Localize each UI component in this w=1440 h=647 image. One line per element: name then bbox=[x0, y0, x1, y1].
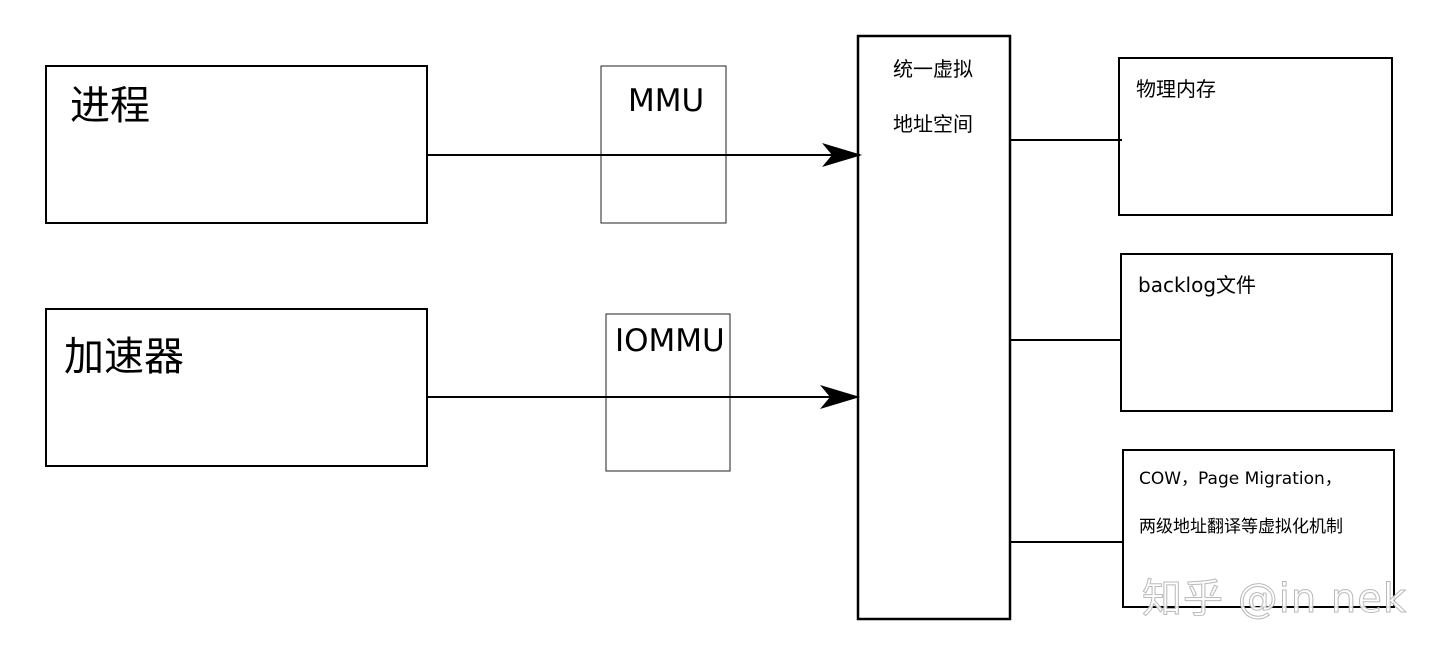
backlog-file-box bbox=[1120, 253, 1393, 412]
physical-memory-box bbox=[1118, 57, 1393, 216]
unified-vas-label-line1: 统一虚拟 bbox=[893, 57, 973, 81]
accelerator-label: 加速器 bbox=[64, 334, 184, 380]
physical-memory-label: 物理内存 bbox=[1136, 77, 1216, 101]
backlog-file-label: backlog文件 bbox=[1138, 273, 1257, 297]
accelerator-box bbox=[45, 308, 428, 467]
process-label: 进程 bbox=[70, 83, 150, 129]
unified-vas-label-line2: 地址空间 bbox=[893, 112, 973, 136]
iommu-label: IOMMU bbox=[615, 323, 725, 359]
process-box bbox=[45, 65, 428, 224]
unified-vas-box bbox=[856, 34, 1012, 621]
iommu-box bbox=[605, 313, 731, 472]
watermark: 知乎 @in nek bbox=[1141, 576, 1408, 623]
mmu-box bbox=[600, 65, 727, 224]
mechanisms-label-line2: 两级地址翻译等虚拟化机制 bbox=[1139, 517, 1343, 537]
mechanisms-label-line1: COW，Page Migration， bbox=[1139, 469, 1342, 489]
mechanisms-box bbox=[1122, 449, 1395, 608]
mmu-label: MMU bbox=[628, 83, 705, 119]
